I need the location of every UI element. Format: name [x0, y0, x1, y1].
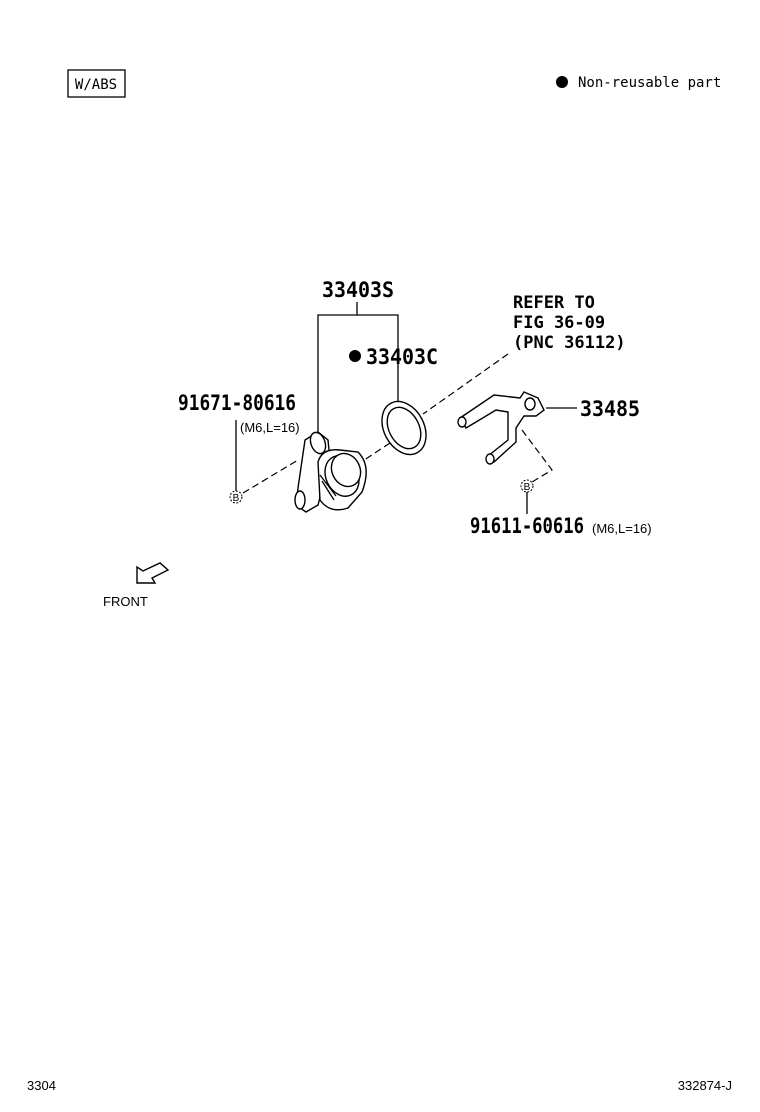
- page-code: 3304: [27, 1078, 56, 1093]
- figure-id: 332874-J: [678, 1078, 732, 1093]
- callout-91611-60616: 91611-60616: [470, 514, 584, 538]
- callout-33485: 33485: [580, 397, 640, 421]
- callout-33403s: 33403S: [322, 278, 394, 302]
- legend: Non-reusable part: [556, 75, 721, 91]
- callout-33403c: 33403C: [366, 345, 438, 369]
- svg-text:B: B: [233, 493, 240, 504]
- non-reusable-dot-icon: [556, 76, 568, 88]
- axis-dashed-line: [422, 353, 509, 415]
- refer-text-3: (PNC 36112): [513, 333, 626, 353]
- svg-text:B: B: [524, 482, 531, 493]
- leader-33403s-left: [317, 302, 358, 436]
- refer-text-2: FIG 36-09: [513, 313, 605, 333]
- refer-text-1: REFER TO: [513, 293, 595, 313]
- front-arrow-icon: [136, 562, 170, 584]
- bolt-marker-right-icon: B: [520, 479, 534, 493]
- callout-91671-80616: 91671-80616: [178, 391, 296, 415]
- non-reusable-dot-icon: [349, 350, 361, 362]
- bolt-marker-left-icon: B: [229, 490, 243, 504]
- bolt-left-dashed-line: [242, 459, 299, 494]
- bolt-right-spec: (M6,L=16): [592, 521, 652, 536]
- driven-gear-sleeve-33403s: [294, 431, 367, 513]
- bolt-left-spec: (M6,L=16): [240, 420, 300, 435]
- leader-33403s-right: [357, 314, 399, 403]
- variant-tag-label: W/ABS: [75, 77, 117, 93]
- o-ring-33403c: [381, 400, 427, 456]
- variant-tag: W/ABS: [67, 69, 126, 98]
- bracket-33485: [457, 391, 545, 465]
- bolt-right-dashed-line: [521, 429, 553, 483]
- legend-text: Non-reusable part: [578, 75, 721, 91]
- front-label: FRONT: [103, 594, 148, 609]
